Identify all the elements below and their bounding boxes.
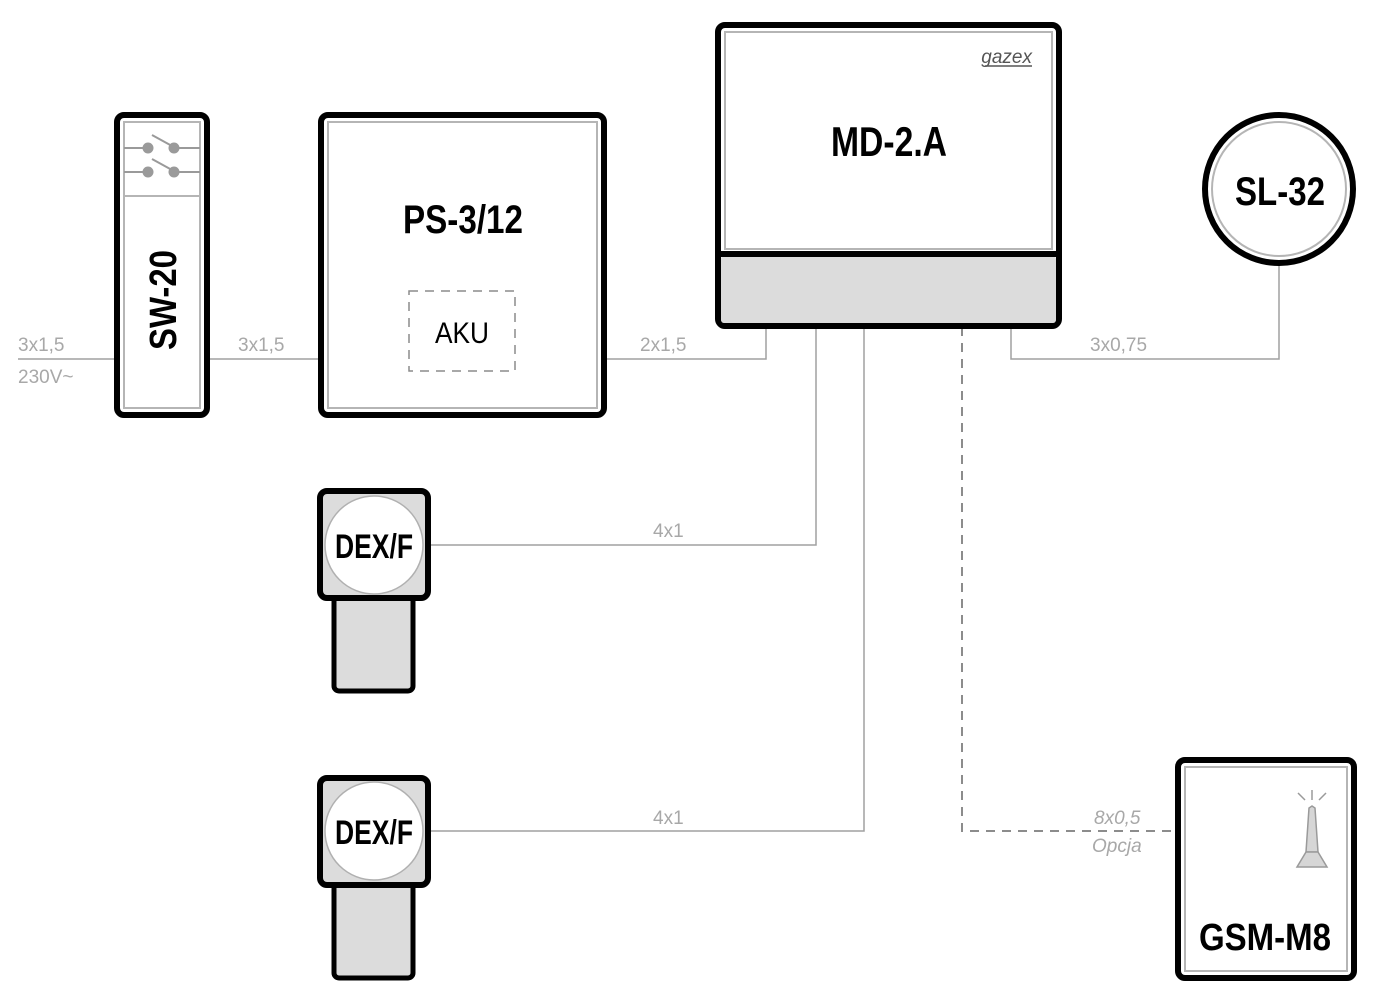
gsm-m8-label: GSM-M8	[1199, 917, 1331, 959]
device-sl32[interactable]: SL-32	[1202, 112, 1356, 266]
device-ps312[interactable]: PS-3/12 AKU	[318, 112, 607, 418]
device-gsm-m8[interactable]: GSM-M8	[1175, 757, 1357, 981]
brand-logo: gazex	[981, 47, 1033, 68]
cable-label-sw-ps: 3x1,5	[238, 335, 284, 356]
device-md2a[interactable]: gazex MD-2.A	[715, 22, 1062, 329]
cable-label-md-dex2: 4x1	[653, 808, 684, 829]
dexf-2-label: DEX/F	[335, 814, 413, 852]
ps312-label: PS-3/12	[403, 198, 523, 242]
wire-ps-to-md	[604, 327, 767, 360]
cable-label-md-sl: 3x0,75	[1090, 335, 1147, 356]
cable-label-mains-voltage: 230V~	[18, 367, 73, 388]
wire-md-to-sl	[1010, 264, 1280, 360]
wire-md-to-gsm-optional	[961, 327, 1178, 832]
device-dexf-2[interactable]: DEX/F	[317, 775, 431, 981]
wire-md-to-dex1	[428, 327, 817, 546]
cable-labels: 3x1,5 230V~ 3x1,5 2x1,5 3x0,75 4x1 4x1 8…	[18, 335, 1147, 857]
device-sw20[interactable]: SW-20	[114, 112, 210, 418]
battery-compartment	[408, 290, 516, 372]
cable-label-md-dex1: 4x1	[653, 521, 684, 542]
cable-label-mains: 3x1,5	[18, 335, 64, 356]
wire-md-to-dex2	[428, 327, 865, 832]
cable-label-ps-md: 2x1,5	[640, 335, 686, 356]
cable-label-md-gsm: 8x0,5	[1094, 808, 1141, 829]
battery-label: AKU	[435, 317, 489, 350]
device-dexf-1[interactable]: DEX/F	[317, 488, 431, 694]
dexf-1-label: DEX/F	[335, 528, 413, 566]
antenna-icon	[1295, 790, 1329, 868]
wires	[18, 264, 1280, 832]
double-switch-icon	[124, 134, 200, 178]
cable-label-md-gsm-option: Opcja	[1092, 836, 1142, 857]
md2a-label: MD-2.A	[831, 118, 947, 165]
sw20-label: SW-20	[143, 250, 185, 350]
sl32-label: SL-32	[1235, 170, 1325, 214]
